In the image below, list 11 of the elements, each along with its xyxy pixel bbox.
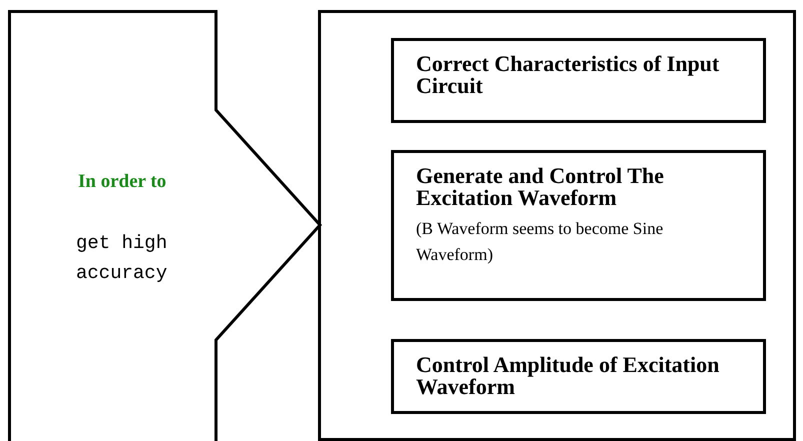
box-heading: Correct Characteristics of Input Circuit: [416, 53, 720, 97]
body-text: get high accuracy: [76, 231, 168, 286]
container-box: [318, 10, 796, 441]
text-box: [391, 150, 766, 301]
box-note: (B Waveform seems to become Sine Waveform): [416, 218, 664, 266]
text-box: [391, 38, 766, 123]
text-box: [391, 339, 766, 414]
arrow-shaped-panel: [8, 10, 324, 441]
heading-text: In order to: [78, 171, 166, 193]
box-heading: Generate and Control The Excitation Waveform: [416, 165, 665, 209]
box-heading: Control Amplitude of Excitation Waveform: [416, 354, 720, 398]
